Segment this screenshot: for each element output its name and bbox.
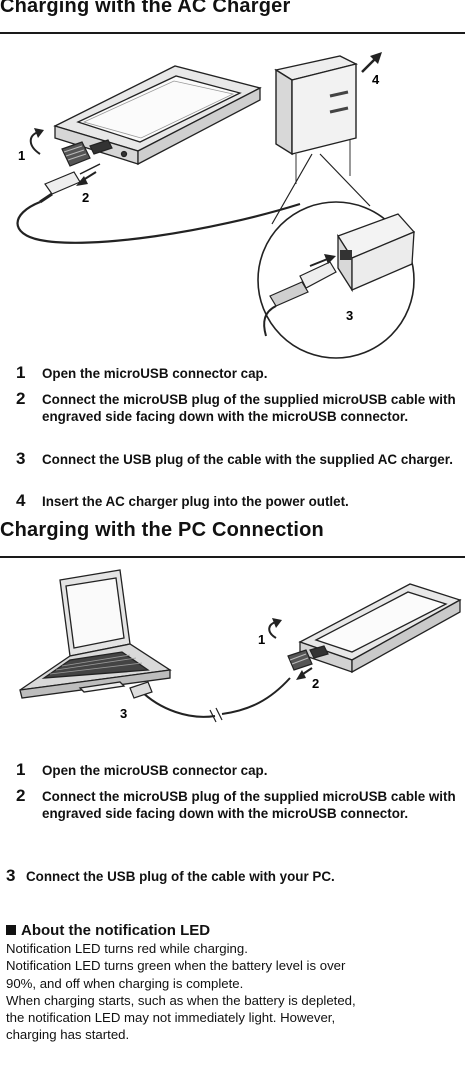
step-text: Connect the USB plug of the cable with y… [26,869,335,884]
connector-cap-icon [39,139,113,204]
pc-charging-illustration: 3 1 2 [19,569,462,723]
callout-1: 1 [258,632,265,647]
step-number: 2 [16,786,26,805]
note-line: 90%, and off when charging is complete. [6,975,244,991]
step-number: 1 [16,363,26,382]
step-text: Insert the AC charger plug into the powe… [42,494,349,509]
ac-section-rule [0,32,465,34]
notification-led-heading: About the notification LED [6,922,210,940]
callout-3: 3 [346,308,353,323]
note-line: the notification LED may not immediately… [6,1010,336,1026]
step-text: Connect the microUSB plug of the supplie… [42,392,456,424]
square-bullet-icon [6,925,16,935]
arrow-icon [29,131,41,155]
step-number: 3 [6,866,16,885]
note-line: charging has started. [6,1027,130,1043]
callout-3: 3 [120,706,127,721]
callout-4: 4 [372,72,380,87]
step-text: Open the microUSB connector cap. [42,763,268,778]
pc-section-title: Charging with the PC Connection [0,519,324,541]
note-line: Notification LED turns red while chargin… [6,941,248,956]
pc-section-rule [0,556,465,558]
arrow-icon [361,57,377,73]
callout-1: 1 [18,148,25,163]
step-number: 2 [16,389,26,408]
note-heading-text: About the notification LED [21,922,211,939]
smartphone-icon [298,583,462,674]
step-number: 3 [16,449,26,468]
step-text: Connect the USB plug of the cable with t… [42,452,453,467]
ac-section-title: Charging with the AC Charger [0,0,291,17]
note-line: When charging starts, such as when the b… [6,992,356,1008]
notification-led-body: Notification LED turns red while chargin… [6,940,461,1044]
zoom-detail-circle [257,201,416,359]
step-text: Connect the microUSB plug of the supplie… [42,789,456,821]
callout-2: 2 [312,676,319,691]
connector-cap-icon [287,645,329,671]
step-text: Open the microUSB connector cap. [42,366,268,381]
usb-cable [139,677,291,718]
ac-charging-illustration: 1 2 4 3 [16,52,416,359]
step-number: 4 [16,491,26,510]
step-number: 1 [16,760,26,779]
laptop-icon [19,569,172,699]
callout-2: 2 [82,190,89,205]
usb-cable [16,200,301,244]
note-line: Notification LED turns green when the ba… [6,958,346,974]
ac-charger-icon [274,55,359,184]
